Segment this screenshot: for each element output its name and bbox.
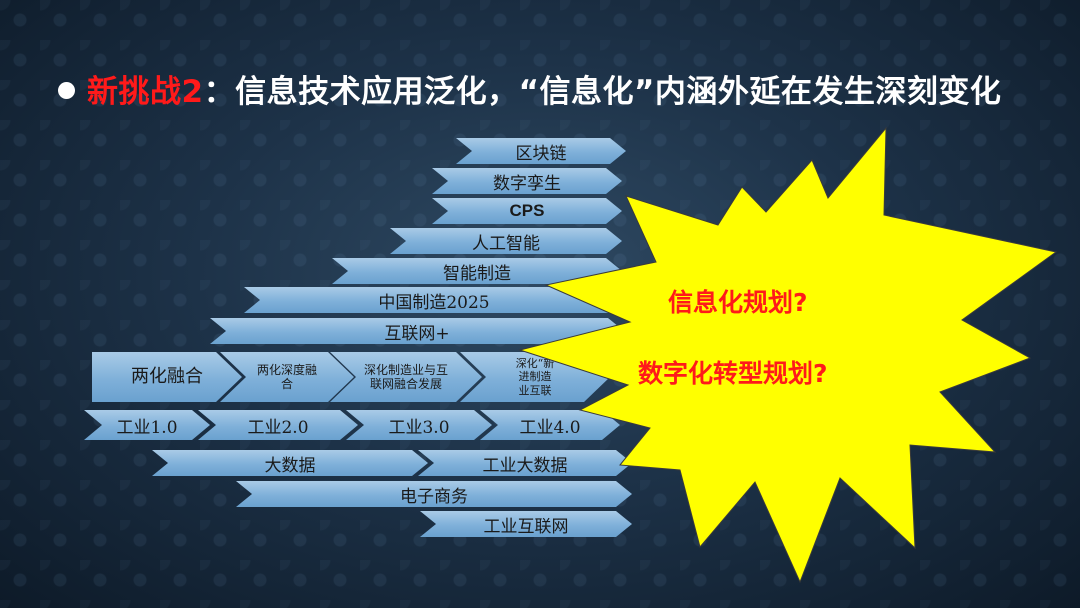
arrow-industrial-bigdata: 工业大数据 — [418, 450, 632, 476]
arrow-ecommerce: 电子商务 — [236, 481, 632, 507]
chevron-two-fusion: 两化融合 — [92, 352, 242, 402]
arrow-blockchain: 区块链 — [456, 138, 626, 164]
bullet-icon — [58, 82, 75, 99]
question-digital-transformation: 数字化转型规划? — [638, 359, 828, 388]
arrow-digital-twin: 数字孪生 — [432, 168, 622, 194]
arrow-smart-manufacturing: 智能制造 — [332, 258, 622, 284]
arrow-ai: 人工智能 — [390, 228, 622, 254]
arrow-industry-4: 工业4.0 — [480, 410, 620, 440]
arrow-internet-plus: 互联网+ — [210, 318, 624, 344]
arrow-industry-1: 工业1.0 — [84, 410, 210, 440]
title-prefix: 新挑战2 — [87, 74, 204, 110]
arrow-industry-2: 工业2.0 — [198, 410, 358, 440]
title-text: ：信息技术应用泛化，“信息化”内涵外延在发生深刻变化 — [203, 74, 1002, 110]
arrow-made-in-china-2025: 中国制造2025 — [244, 287, 624, 313]
arrow-industry-3: 工业3.0 — [346, 410, 492, 440]
arrow-industrial-internet: 工业互联网 — [420, 511, 632, 537]
arrow-bigdata: 大数据 — [152, 450, 428, 476]
question-info-planning: 信息化规划? — [668, 288, 808, 317]
arrow-cps: CPS — [432, 198, 622, 224]
slide-title: 新挑战2：信息技术应用泛化，“信息化”内涵外延在发生深刻变化 — [58, 66, 1058, 111]
